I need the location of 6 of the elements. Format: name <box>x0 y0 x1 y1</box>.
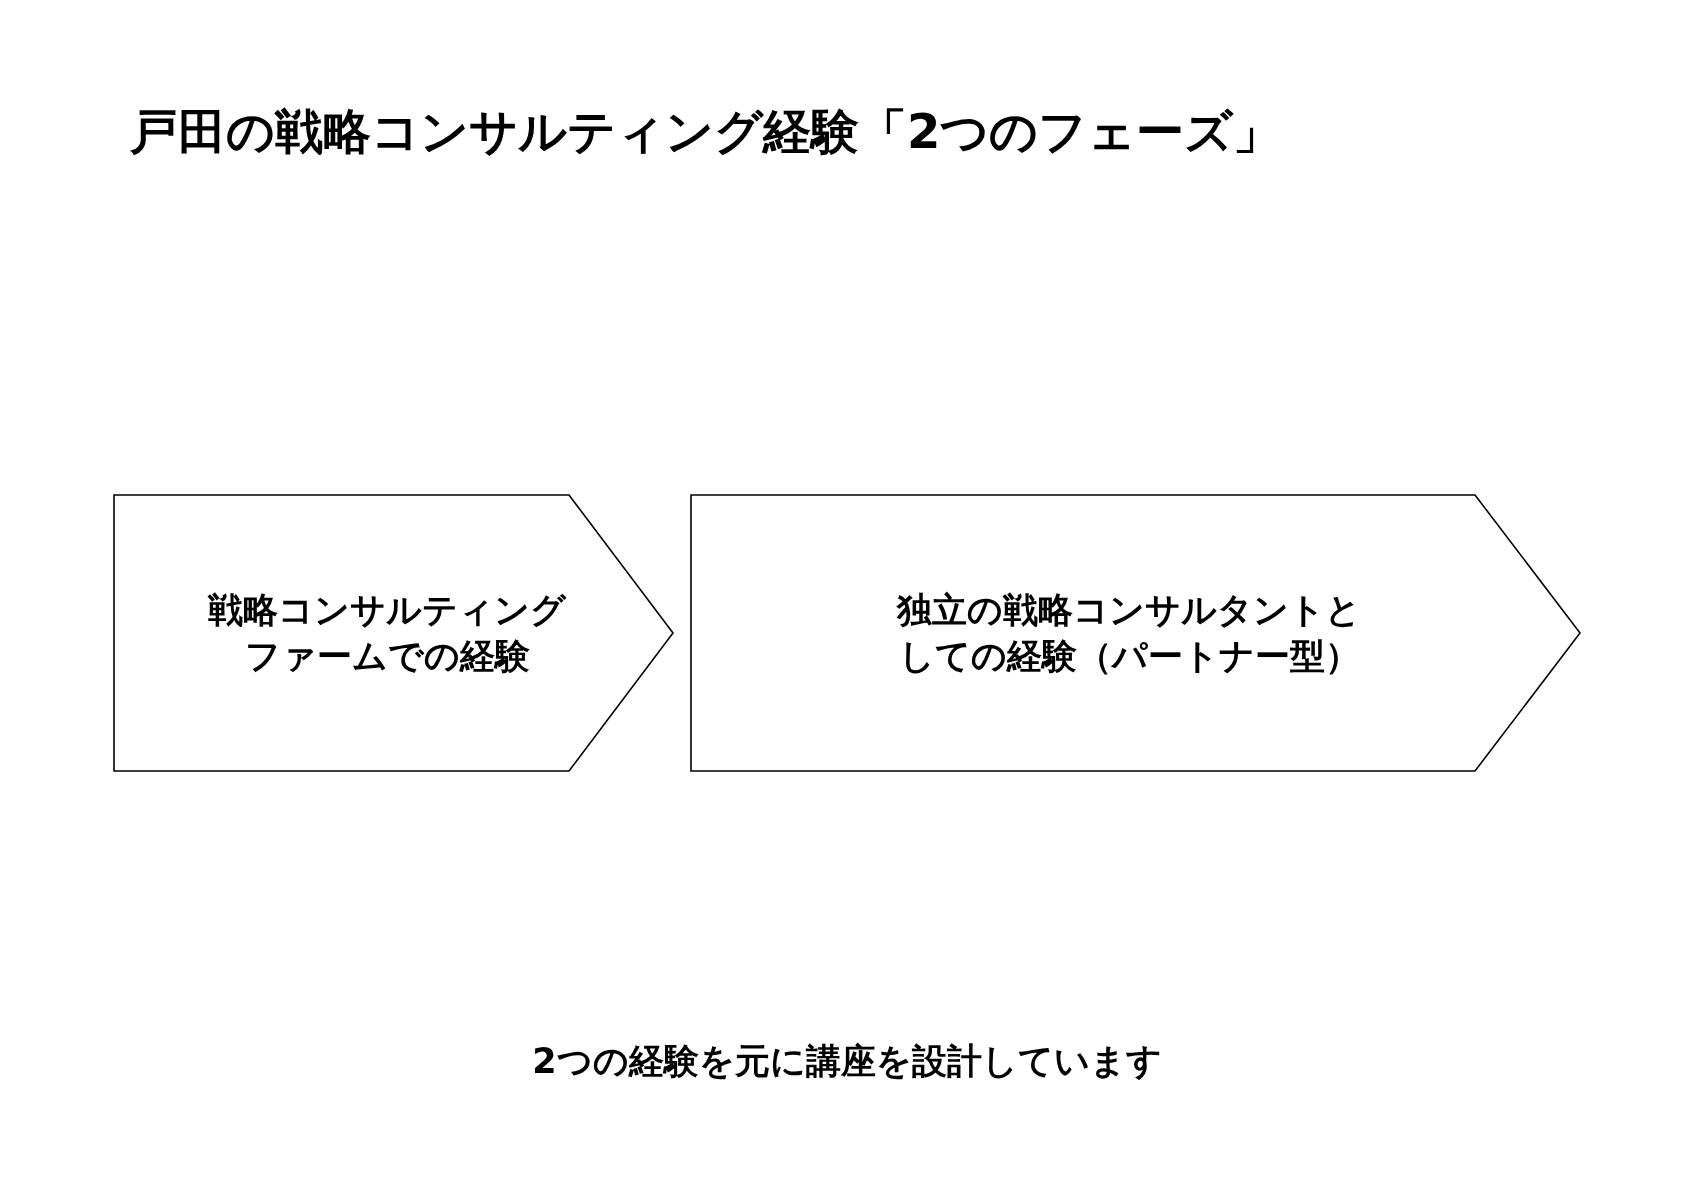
note-text: 2つの経験を元に講座を設計しています <box>531 1040 1163 1083</box>
title: 戸田の戦略コンサルティング経験「2つのフェーズ」 <box>130 102 1282 161</box>
phase-label: 戦略コンサルティングファームでの経験 <box>206 589 568 678</box>
phase-label: 独立の戦略コンサルタントとしての経験（パートナー型） <box>895 589 1362 678</box>
chevron-box <box>690 494 1581 772</box>
chevron-box <box>113 494 674 772</box>
